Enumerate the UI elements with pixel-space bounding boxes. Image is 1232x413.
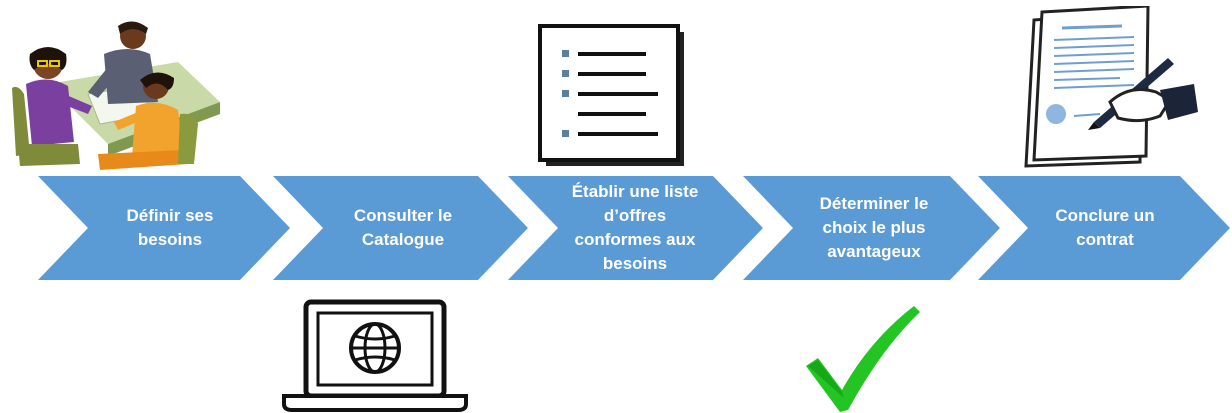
green-checkmark-icon: [806, 306, 920, 412]
step-4-label: Déterminer le choix le plus avantageux: [819, 194, 929, 261]
step-5-label: Conclure un contrat: [1055, 206, 1155, 249]
checklist-document-icon: [538, 24, 684, 166]
chevron-step-1: [38, 176, 290, 280]
people-meeting-icon: [12, 21, 220, 170]
chevron-step-5: [978, 176, 1230, 280]
chevron-step-2: [273, 176, 528, 280]
chevron-step-4: [743, 176, 1000, 280]
step-3-label: Établir une liste d’offres conformes aux…: [571, 182, 699, 273]
chevron-step-3: [508, 176, 763, 280]
step-2-label: Consulter le Catalogue: [353, 206, 453, 249]
signing-contract-icon: [1024, 6, 1198, 168]
step-1-label: Définir ses besoins: [126, 206, 214, 249]
laptop-globe-icon: [282, 299, 468, 412]
